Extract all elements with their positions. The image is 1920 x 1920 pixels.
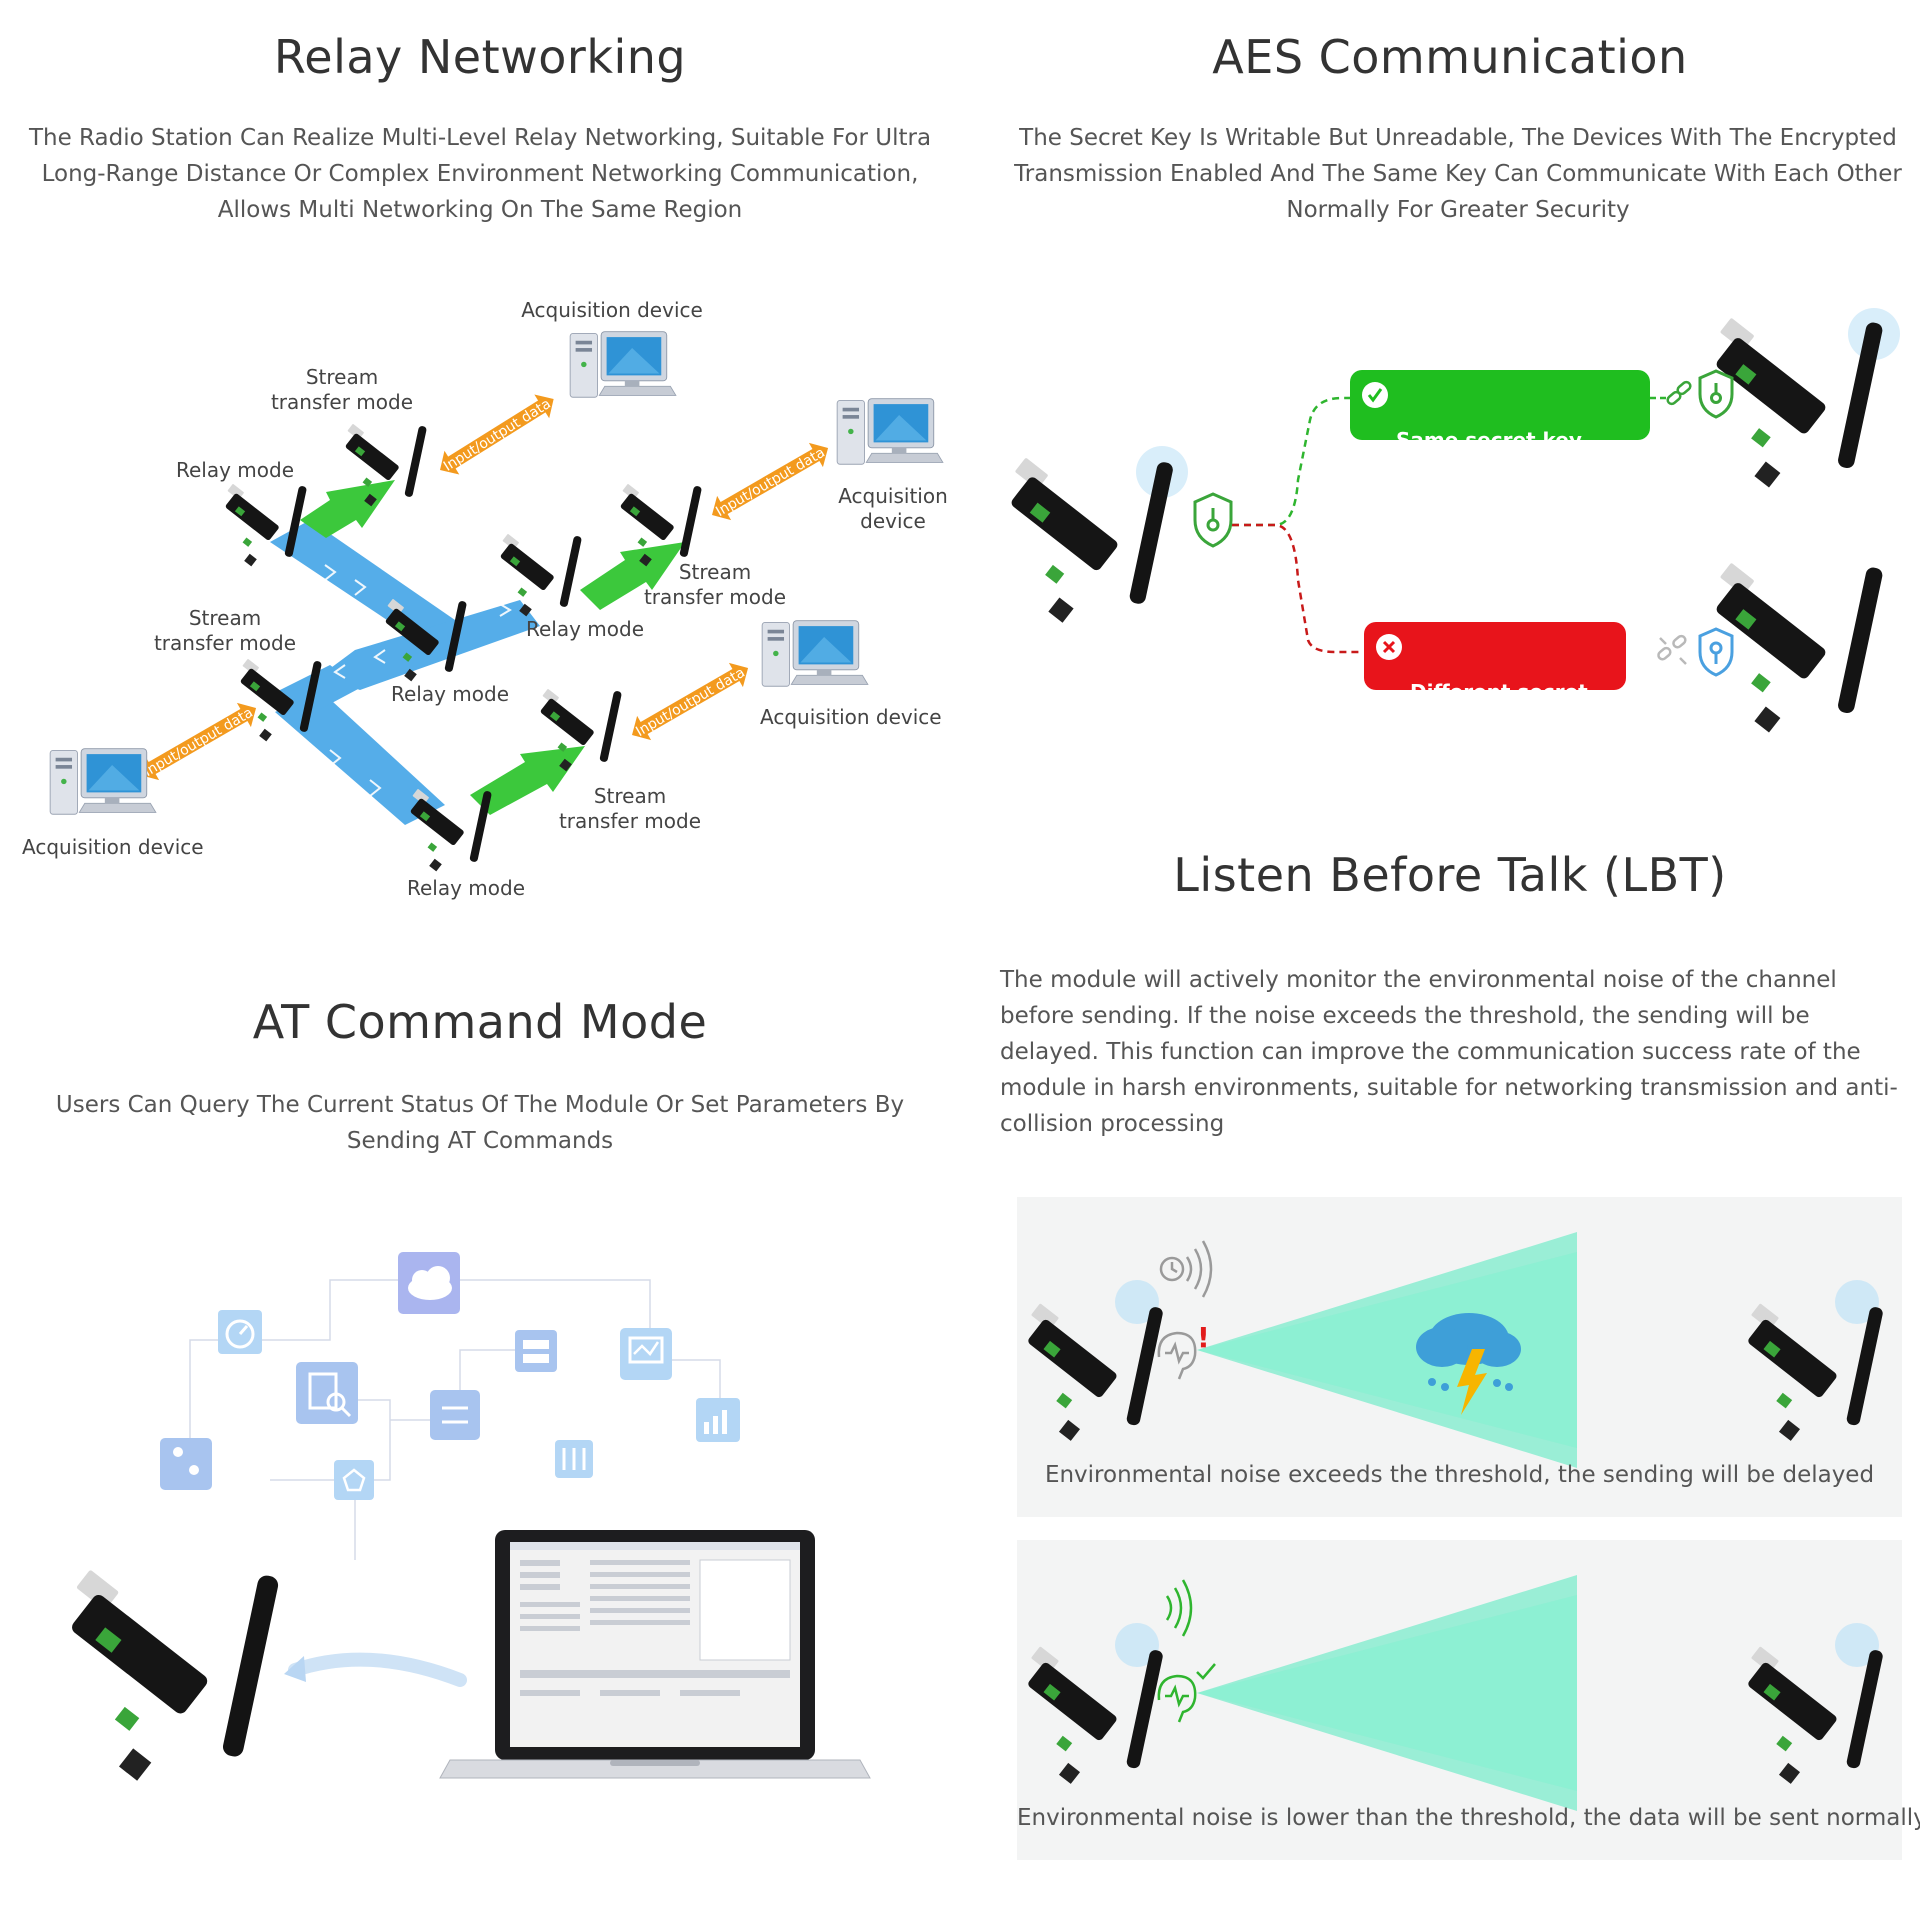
search-document-icon bbox=[296, 1362, 358, 1424]
io-label-left: Input/output data bbox=[141, 705, 256, 780]
pc-acq-right-2 bbox=[761, 620, 869, 687]
label-acq-right-2: Acquisition device bbox=[760, 705, 942, 729]
diff-key-badge: Different secret key, cannot communicate bbox=[1364, 622, 1626, 779]
same-key-badge: Same secret key, communication normally bbox=[1350, 370, 1650, 502]
at-title: AT Command Mode bbox=[252, 995, 708, 1049]
shield-key-icon bbox=[1193, 492, 1233, 548]
network-icon bbox=[334, 1460, 374, 1500]
label-relay-bottom: Relay mode bbox=[406, 876, 526, 900]
label-relay-center: Relay mode bbox=[390, 682, 510, 706]
stream-arrows bbox=[300, 480, 685, 815]
pc-acq-top bbox=[569, 331, 677, 398]
bar-chart-icon bbox=[696, 1398, 740, 1442]
label-relay-left: Relay mode bbox=[175, 458, 295, 482]
lbt2-dongle-right bbox=[1747, 1646, 1884, 1784]
label-stream-top: Stream transfer mode bbox=[270, 365, 414, 414]
aes-title: AES Communication bbox=[1212, 30, 1688, 84]
shield-key-ok-icon bbox=[1698, 369, 1734, 419]
lbt-title: Listen Before Talk (LBT) bbox=[1173, 848, 1727, 902]
label-relay-mid: Relay mode bbox=[525, 617, 645, 641]
lbt-caption-normal: Environmental noise is lower than the th… bbox=[1017, 1805, 1920, 1831]
shield-key-blue-icon bbox=[1698, 627, 1734, 677]
label-acq-left: Acquisition device bbox=[22, 835, 204, 859]
users-icon bbox=[160, 1438, 212, 1490]
label-stream-left: Stream transfer mode bbox=[153, 606, 297, 655]
laptop bbox=[439, 1530, 871, 1779]
pc-acq-right-1 bbox=[836, 398, 944, 465]
lbt1-dongle-left bbox=[1027, 1303, 1164, 1441]
storm-cloud-icon bbox=[1416, 1313, 1521, 1415]
gauge-icon bbox=[218, 1310, 262, 1354]
relay-title: Relay Networking bbox=[273, 30, 687, 84]
label-stream-mid: Stream transfer mode bbox=[643, 560, 787, 609]
diff-key-text: Different secret key, cannot communicate bbox=[1410, 680, 1588, 779]
aes-description: The Secret Key Is Writable But Unreadabl… bbox=[1014, 125, 1902, 223]
relay-diagram: Input/output data Input/output data Inpu… bbox=[49, 331, 944, 872]
link-icon bbox=[1666, 380, 1692, 406]
server-icon bbox=[515, 1330, 557, 1372]
lbt-caption-delayed: Environmental noise exceeds the threshol… bbox=[1044, 1462, 1875, 1488]
equalizer-icon bbox=[555, 1440, 593, 1478]
aes-diagram bbox=[1010, 308, 1900, 733]
transfer-icon bbox=[430, 1390, 480, 1440]
pc-acq-left bbox=[49, 748, 157, 815]
check-circle-icon bbox=[1362, 382, 1388, 408]
listen-icon bbox=[1157, 1331, 1197, 1380]
signal-icon bbox=[1165, 1579, 1193, 1637]
label-acq-top: Acquisition device bbox=[521, 298, 703, 322]
lbt-description: The module will actively monitor the env… bbox=[1000, 967, 1898, 1137]
clock-signal-icon bbox=[1159, 1240, 1213, 1298]
label-acq-right-1: Acquisition device bbox=[838, 484, 948, 533]
lbt2-dongle-left bbox=[1027, 1646, 1164, 1784]
cloud-icon bbox=[398, 1252, 460, 1314]
x-circle-icon bbox=[1376, 634, 1402, 660]
at-diagram bbox=[70, 1252, 871, 1781]
listen-ok-icon bbox=[1157, 1663, 1216, 1723]
lbt1-dongle-right bbox=[1747, 1303, 1884, 1441]
label-stream-bottom: Stream transfer mode bbox=[558, 784, 702, 833]
warning-mark: ! bbox=[1197, 1321, 1210, 1354]
at-description: Users Can Query The Current Status Of Th… bbox=[55, 1092, 905, 1154]
io-label-right-1: Input/output data bbox=[713, 445, 828, 520]
lbt-panel-delayed: ! Environmental noise exceeds the thresh… bbox=[1017, 1197, 1902, 1517]
monitor-settings-icon bbox=[620, 1328, 672, 1380]
io-label-right-2: Input/output data bbox=[633, 665, 748, 740]
lbt-panel-normal: Environmental noise is lower than the th… bbox=[1017, 1540, 1920, 1860]
io-label-top: Input/output data bbox=[441, 396, 554, 475]
same-key-text: Same secret key, communication normally bbox=[1396, 428, 1588, 502]
relay-description: The Radio Station Can Realize Multi-Leve… bbox=[28, 125, 932, 223]
at-dongle bbox=[70, 1569, 280, 1781]
aes-dongle-bottom-right bbox=[1715, 562, 1884, 733]
broken-link-icon bbox=[1657, 634, 1687, 665]
